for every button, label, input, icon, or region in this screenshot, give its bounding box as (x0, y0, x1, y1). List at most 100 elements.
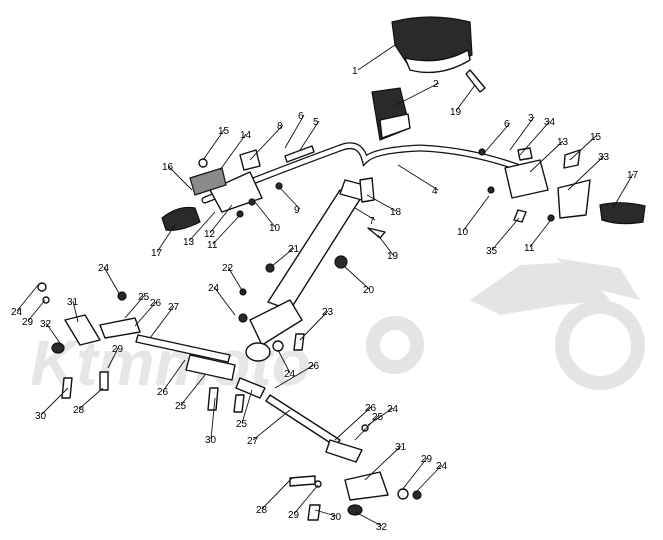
leader-line-c30a (40, 387, 69, 416)
cable-5 (284, 145, 315, 163)
watermark-rear-wheel (555, 300, 645, 390)
leader-line-c25b (180, 374, 206, 406)
watermark-bike-body (470, 262, 610, 315)
leader-line-c26a (134, 301, 157, 327)
leader-line-c13b (529, 140, 564, 173)
callout-c15a: 15 (218, 126, 230, 137)
callout-c17b: 17 (627, 170, 639, 181)
callout-c11a: 11 (207, 240, 218, 251)
callout-c15b: 15 (590, 132, 602, 143)
leader-line-c28b (261, 477, 293, 510)
screw-11-left (236, 210, 244, 218)
callout-c25b: 25 (175, 401, 187, 412)
callout-c24a: 24 (98, 263, 110, 274)
callout-leaders (16, 44, 634, 527)
leader-line-c24f (415, 464, 443, 493)
leader-line-c14 (219, 133, 247, 171)
callout-c10a: 10 (269, 223, 281, 234)
callout-c32b: 32 (376, 522, 388, 533)
leader-line-c7 (354, 207, 376, 221)
leader-line-c31a (72, 300, 79, 323)
bolt-18 (359, 177, 375, 203)
leader-line-c24d (277, 349, 291, 374)
leader-line-c26b (274, 364, 315, 389)
leader-line-c17b (612, 173, 634, 209)
screw-11-right (547, 214, 555, 222)
callout-c35: 35 (486, 246, 498, 257)
right-grip (599, 202, 646, 225)
leader-line-c16 (167, 165, 193, 191)
callout-c16: 16 (162, 162, 174, 173)
callout-c28b: 28 (256, 505, 268, 516)
callout-c9: 9 (294, 205, 300, 216)
bolt-23 (293, 333, 305, 351)
callout-c2: 2 (433, 79, 439, 90)
leader-line-c28a (78, 387, 104, 410)
leader-line-c3 (509, 116, 535, 151)
leader-line-c27b (252, 409, 291, 441)
callout-c6a: 6 (298, 111, 304, 122)
screw-9 (275, 182, 283, 190)
leader-line-c9 (279, 187, 301, 210)
callout-c24e: 24 (387, 404, 399, 415)
callout-c26b: 26 (308, 361, 320, 372)
leader-line-c25a (124, 295, 145, 319)
callout-c26a: 26 (150, 298, 162, 309)
leader-line-c34 (519, 120, 551, 156)
callout-c10b: 10 (457, 227, 469, 238)
watermark-front-wheel (366, 316, 424, 374)
leader-line-c29a (27, 299, 46, 322)
handlebar (201, 142, 524, 204)
leader-line-c31b (364, 445, 402, 481)
callout-c32a: 32 (40, 319, 52, 330)
handlebar-pad (391, 16, 473, 74)
leader-line-c20 (343, 265, 370, 290)
leader-line-c33 (567, 155, 605, 191)
leader-line-c15b (569, 135, 597, 161)
leader-line-c27a (149, 305, 175, 339)
pad-cover (371, 87, 411, 141)
callout-c27a: 27 (168, 302, 180, 313)
leader-line-c26c (162, 359, 186, 392)
washer-24 (272, 340, 284, 352)
callout-c24f: 24 (436, 461, 448, 472)
callout-c28a: 28 (73, 405, 85, 416)
callout-c11b: 11 (524, 243, 535, 254)
callout-c31b: 31 (395, 442, 407, 453)
clip-19 (367, 227, 386, 239)
leader-line-c32a (45, 322, 63, 347)
callout-c29c: 29 (421, 454, 433, 465)
screw-10-right (487, 186, 495, 194)
leader-line-c18 (366, 194, 397, 212)
leader-line-c5 (299, 120, 320, 151)
leader-line-c4 (397, 164, 439, 191)
left-grip (161, 206, 201, 231)
leader-line-c24c (213, 286, 236, 316)
callout-c30b: 30 (205, 435, 217, 446)
leader-line-c30c (314, 509, 337, 517)
leader-line-c8 (249, 124, 284, 161)
leader-line-c29b (107, 347, 119, 369)
callout-c13a: 13 (183, 237, 195, 248)
callout-c24b: 24 (11, 307, 23, 318)
callout-c18: 18 (390, 207, 402, 218)
leader-line-c1 (357, 44, 396, 71)
leader-line-c25c (241, 389, 253, 424)
callout-c19a: 19 (450, 107, 462, 118)
callout-c20: 20 (363, 285, 375, 296)
callout-c13b: 13 (557, 137, 569, 148)
part-35 (513, 209, 527, 223)
callout-c19b: 19 (387, 251, 399, 262)
steering-linkage (37, 282, 422, 521)
callout-c33: 33 (598, 152, 610, 163)
callout-c26c: 26 (157, 387, 169, 398)
callout-c5: 5 (313, 117, 319, 128)
nut-24 (238, 313, 248, 323)
callout-c8: 8 (277, 121, 283, 132)
callout-c25d: 25 (372, 412, 384, 423)
leader-line-c24b (16, 284, 39, 312)
leader-line-c21 (271, 247, 295, 267)
callout-c22: 22 (222, 263, 234, 274)
